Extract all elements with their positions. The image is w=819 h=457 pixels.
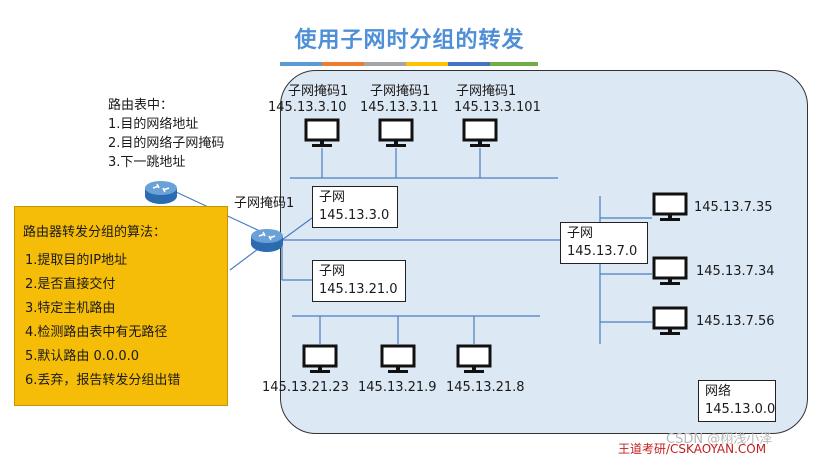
computer-icon[interactable] [304, 118, 340, 150]
host-ip-label: 145.13.3.11 [360, 100, 439, 115]
routing-table-heading: 路由表中： [108, 98, 174, 113]
computer-icon[interactable] [652, 306, 688, 338]
computer-icon[interactable] [652, 192, 688, 224]
subnet-box: 子网 145.13.3.0 [312, 186, 398, 228]
subnet-label: 子网 [567, 226, 594, 241]
host-ip-label: 145.13.21.9 [358, 380, 437, 395]
subnet-address: 145.13.21.0 [319, 282, 398, 297]
subnet-address: 145.13.3.0 [319, 208, 390, 223]
page-title: 使用子网时分组的转发 [294, 28, 525, 53]
routing-table-item: 2.目的网络子网掩码 [108, 136, 225, 151]
subnet-box: 子网 145.13.7.0 [560, 222, 648, 264]
title-bar-2 [322, 62, 370, 66]
host-ip-label: 145.13.21.23 [262, 380, 349, 395]
title-bar-5 [448, 62, 496, 66]
router-mask-label: 子网掩码1 [234, 196, 295, 211]
host-mask-label: 子网掩码1 [370, 84, 431, 99]
footer-brand: 王道考研/CSKAOYAN.COM [618, 442, 767, 456]
host-ip-label: 145.13.3.10 [268, 100, 347, 115]
host-ip-label: 145.13.7.56 [696, 314, 775, 329]
network-box: 网络 145.13.0.0 [698, 380, 776, 422]
host-ip-label: 145.13.21.8 [446, 380, 525, 395]
main-router-icon[interactable] [250, 226, 284, 254]
algorithm-step: 3.特定主机路由 [25, 301, 116, 316]
computer-icon[interactable] [302, 344, 338, 376]
title-bar-1 [280, 62, 328, 66]
computer-icon[interactable] [462, 118, 498, 150]
algorithm-box: 路由器转发分组的算法： 1.提取目的IP地址 2.是否直接交付 3.特定主机路由… [14, 206, 228, 406]
host-ip-label: 145.13.3.101 [454, 100, 541, 115]
title-bar-6 [490, 62, 538, 66]
subnet-label: 子网 [319, 264, 346, 279]
host-mask-label: 子网掩码1 [288, 84, 349, 99]
network-area [280, 70, 808, 434]
algorithm-step: 2.是否直接交付 [25, 277, 116, 292]
host-mask-label: 子网掩码1 [456, 84, 517, 99]
algorithm-step: 1.提取目的IP地址 [25, 253, 128, 268]
algorithm-step: 5.默认路由 0.0.0.0 [25, 349, 140, 364]
routing-table-item: 1.目的网络地址 [108, 117, 199, 132]
algorithm-step: 4.检测路由表中有无路径 [25, 325, 168, 340]
router-icon[interactable] [144, 178, 178, 206]
network-label: 网络 [705, 384, 732, 399]
subnet-box: 子网 145.13.21.0 [312, 260, 406, 302]
subnet-address: 145.13.7.0 [567, 244, 638, 259]
computer-icon[interactable] [456, 344, 492, 376]
host-ip-label: 145.13.7.34 [696, 264, 775, 279]
router-subnet1-line [281, 217, 313, 241]
subnet-label: 子网 [319, 190, 346, 205]
computer-icon[interactable] [380, 344, 416, 376]
routing-table-info: 路由表中： 1.目的网络地址 2.目的网络子网掩码 3.下一跳地址 [108, 96, 224, 172]
network-address: 145.13.0.0 [705, 402, 776, 417]
title-bar-3 [364, 62, 412, 66]
computer-icon[interactable] [378, 118, 414, 150]
algorithm-heading: 路由器转发分组的算法： [23, 225, 167, 240]
title-bar-4 [406, 62, 454, 66]
algorithm-step: 6.丢弃，报告转发分组出错 [25, 373, 181, 388]
computer-icon[interactable] [652, 256, 688, 288]
host-ip-label: 145.13.7.35 [694, 200, 773, 215]
routing-table-item: 3.下一跳地址 [108, 155, 186, 170]
watermark: CSDN @栩浅小泽 [666, 432, 773, 447]
